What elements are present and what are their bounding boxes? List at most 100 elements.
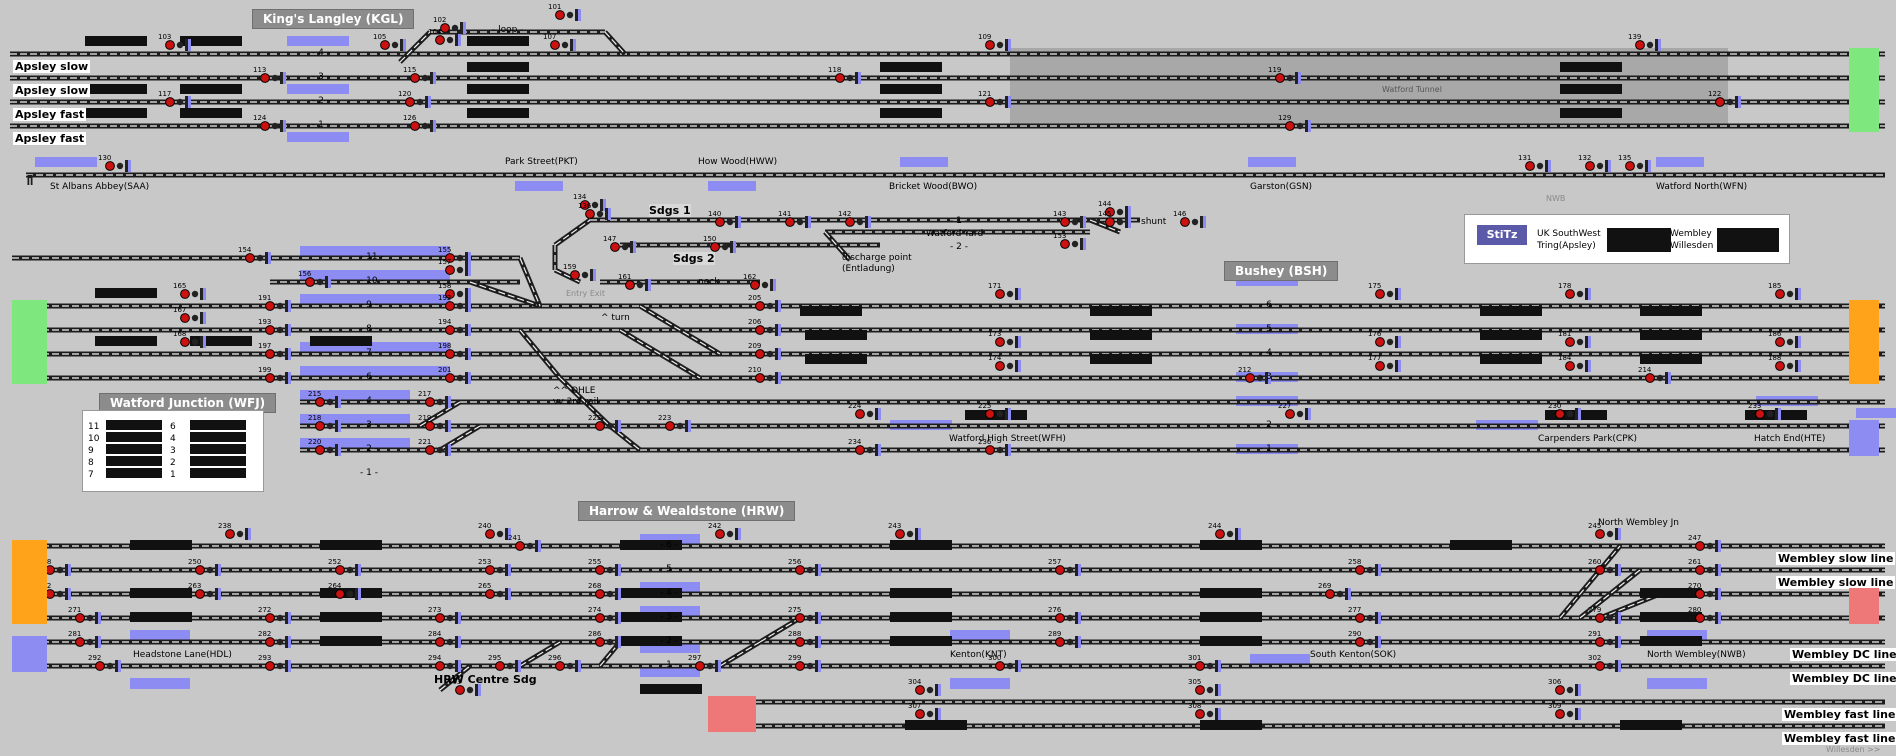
signal[interactable]: 126 [403,114,436,132]
signal[interactable]: 304 [908,678,941,696]
signal[interactable]: 277 [1348,606,1381,624]
signal[interactable]: 224 [848,402,881,420]
signal[interactable]: 140 [708,210,741,228]
signal[interactable]: 105 [373,33,406,51]
signal[interactable]: 121 [978,90,1011,108]
signal[interactable]: 135 [1618,154,1651,172]
signal[interactable]: 306 [1548,678,1581,696]
signal[interactable]: 308 [1188,702,1221,720]
signal[interactable]: 162 [743,273,776,291]
signal[interactable]: 286 [588,630,621,648]
signal[interactable]: 119 [1268,66,1301,84]
signal[interactable]: 261 [1688,558,1721,576]
signal[interactable]: 282 [258,630,291,648]
signal[interactable]: 176 [1368,330,1401,348]
signal[interactable]: 167 [173,306,206,324]
signal[interactable]: 233 [1748,402,1781,420]
signal[interactable]: 113 [253,66,286,84]
signal[interactable]: 173 [988,330,1021,348]
signal[interactable]: 130 [98,154,131,172]
signal[interactable]: 115 [403,66,436,84]
signal[interactable]: 260 [1588,558,1621,576]
signal[interactable]: 212 [1238,366,1271,384]
signal[interactable]: 107 [543,33,576,51]
signal[interactable]: 242 [708,522,741,540]
signal[interactable]: 244 [1208,522,1241,540]
signal[interactable]: 236 [978,438,1011,456]
signal[interactable]: 234 [848,438,881,456]
signal[interactable]: 101 [548,3,581,21]
signal[interactable]: 241 [508,534,541,552]
signal[interactable]: 192 [438,294,471,312]
signal[interactable]: 205 [748,294,781,312]
signal[interactable]: 178 [1558,282,1591,300]
signal[interactable]: 284 [428,630,461,648]
signal[interactable]: 120 [398,90,431,108]
signal[interactable]: 252 [328,558,361,576]
signal[interactable]: 290 [1348,630,1381,648]
signal[interactable]: 297 [688,654,721,672]
signal[interactable]: 309 [1548,702,1581,720]
signal[interactable]: 131 [1518,154,1551,172]
signal[interactable]: 247 [1688,534,1721,552]
signal[interactable]: 217 [418,390,451,408]
signal[interactable]: 141 [778,210,811,228]
signal[interactable]: 257 [1048,558,1081,576]
signal[interactable]: 132 [1578,154,1611,172]
signal[interactable]: 303 [448,678,481,696]
signal[interactable]: 201 [438,366,471,384]
signal[interactable]: 263 [188,582,221,600]
signal[interactable]: 288 [788,630,821,648]
signal[interactable]: 143 [1053,210,1086,228]
signal[interactable]: 279 [1588,606,1621,624]
signal[interactable]: 256 [788,558,821,576]
signal[interactable]: 307 [908,702,941,720]
signal[interactable]: 184 [1558,354,1591,372]
signal[interactable]: 194 [438,318,471,336]
signal[interactable]: 220 [308,438,341,456]
signal[interactable]: 188 [1768,354,1801,372]
signal[interactable]: 301 [1188,654,1221,672]
signal[interactable]: 269 [1318,582,1351,600]
signal[interactable]: 293 [258,654,291,672]
signal[interactable]: 281 [68,630,101,648]
signal[interactable]: 209 [748,342,781,360]
signal[interactable]: 292 [88,654,121,672]
signal[interactable]: 146 [1173,210,1206,228]
signal[interactable]: 253 [478,558,511,576]
signal[interactable]: 272 [258,606,291,624]
signal[interactable]: 280 [1688,606,1721,624]
signal[interactable]: 214 [1638,366,1671,384]
signal[interactable]: 255 [588,558,621,576]
signal[interactable]: 157 [438,258,471,276]
signal[interactable]: 185 [1768,282,1801,300]
signal[interactable]: 175 [1368,282,1401,300]
signal[interactable]: 270 [1688,582,1721,600]
signal[interactable]: 122 [1708,90,1741,108]
signal[interactable]: 155 [438,246,471,264]
signal[interactable]: 198 [438,342,471,360]
signal[interactable]: 168 [173,330,206,348]
signal[interactable]: 181 [1558,330,1591,348]
signal[interactable]: 296 [548,654,581,672]
signal[interactable]: 271 [68,606,101,624]
signal[interactable]: 221 [418,438,451,456]
signal[interactable]: 147 [603,235,636,253]
signal[interactable]: 161 [618,273,651,291]
signal[interactable]: 222 [588,414,621,432]
signal[interactable]: 265 [478,582,511,600]
signal[interactable]: 238 [218,522,251,540]
signal[interactable]: 240 [478,522,511,540]
signal[interactable]: 302 [1588,654,1621,672]
signal[interactable]: 142 [838,210,871,228]
signal[interactable]: 264 [328,582,361,600]
signal[interactable]: 129 [1278,114,1311,132]
signal[interactable]: 103 [158,33,191,51]
signal[interactable]: 117 [158,90,191,108]
signal[interactable]: 191 [258,294,291,312]
signal[interactable]: 295 [488,654,521,672]
signal[interactable]: 156 [298,270,331,288]
signal[interactable]: 118 [828,66,861,84]
signal[interactable]: 186 [1768,330,1801,348]
signal[interactable]: 218 [308,414,341,432]
